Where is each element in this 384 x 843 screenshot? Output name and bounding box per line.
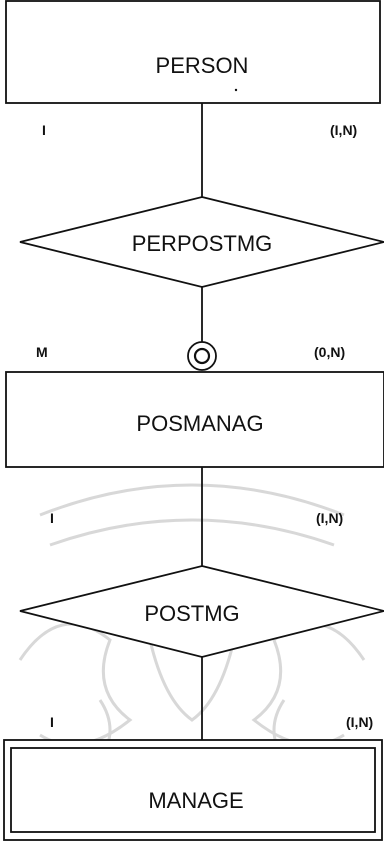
double-circle-optional-icon — [187, 341, 217, 371]
manage-entity-label: MANAGE — [148, 788, 243, 813]
perpostmg-relationship-diamond — [19, 196, 384, 288]
posmanag-entity-box — [5, 371, 384, 468]
person-left-cardinality: I — [42, 122, 46, 138]
stray-dot — [234, 88, 238, 92]
manage-entity-inner-box — [10, 747, 376, 833]
manage-left-cardinality: I — [50, 714, 54, 730]
postmg-relationship-diamond — [19, 565, 384, 658]
person-right-cardinality: (I,N) — [330, 122, 357, 138]
manage-right-cardinality: (I,N) — [346, 714, 373, 730]
perpostmg-relationship-label: PERPOSTMG — [132, 231, 273, 256]
posmanag-bottom-left-cardinality: I — [50, 510, 54, 526]
manage-entity-outer-box — [3, 739, 383, 841]
posmanag-bottom-right-cardinality: (I,N) — [316, 510, 343, 526]
posmanag-entity-label: POSMANAG — [136, 411, 263, 436]
person-entity-box — [5, 0, 381, 104]
posmanag-left-cardinality: M — [36, 344, 48, 360]
posmanag-right-cardinality: (0,N) — [314, 344, 345, 360]
person-entity-label: PERSON — [156, 53, 249, 78]
postmg-relationship-label: POSTMG — [144, 601, 239, 626]
